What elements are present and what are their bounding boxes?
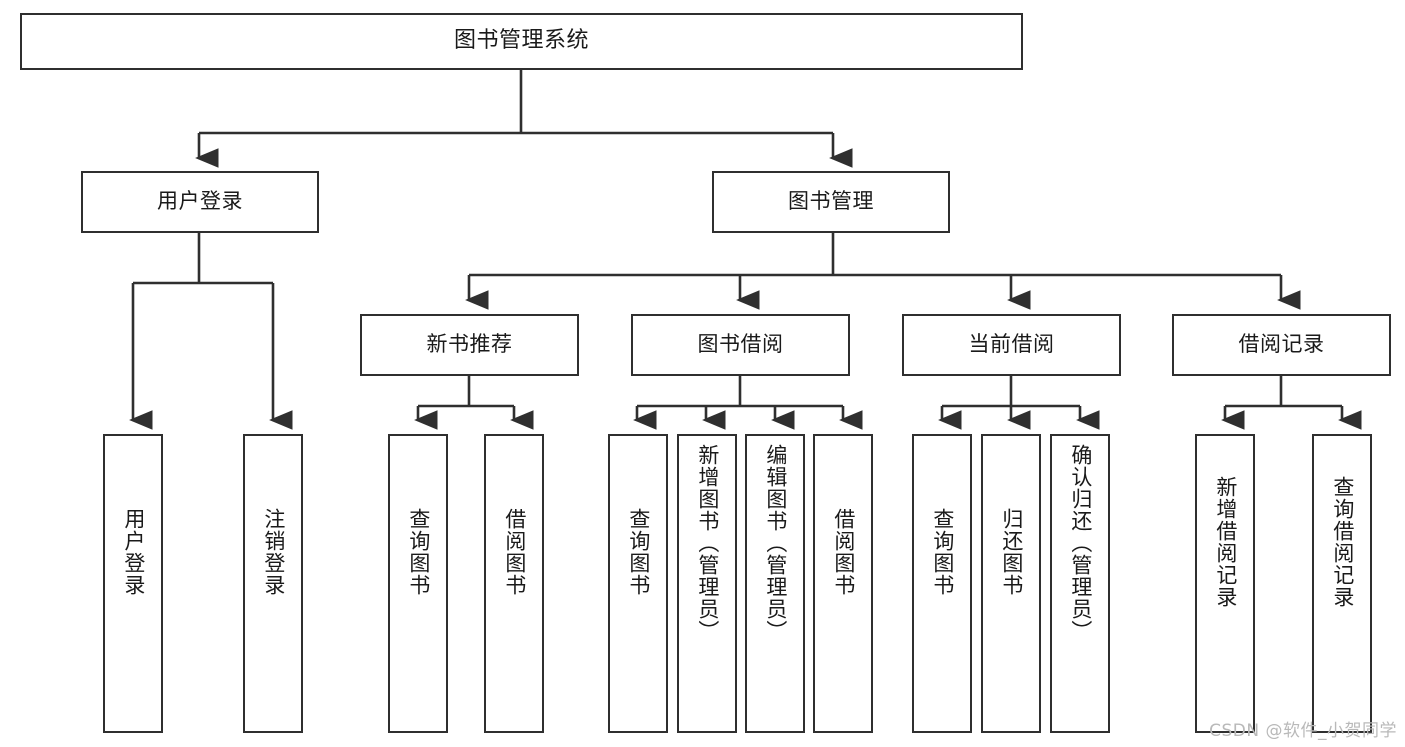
node-label: 注销登录 bbox=[261, 508, 286, 596]
node-label: 当前借阅 bbox=[968, 332, 1055, 357]
node-leaf-query-book-3[interactable]: 查询图书 bbox=[912, 434, 972, 733]
node-book-manage[interactable]: 图书管理 bbox=[712, 171, 950, 233]
node-user-login[interactable]: 用户登录 bbox=[81, 171, 319, 233]
node-leaf-add-record[interactable]: 新增借阅记录 bbox=[1195, 434, 1255, 733]
node-label: 新增借阅记录 bbox=[1213, 476, 1238, 608]
node-label: 新增图书（管理员） bbox=[695, 444, 720, 642]
node-label: 借阅图书 bbox=[831, 508, 856, 596]
node-leaf-query-record[interactable]: 查询借阅记录 bbox=[1312, 434, 1372, 733]
node-label: 图书管理系统 bbox=[453, 28, 589, 54]
node-label: 确认归还（管理员） bbox=[1068, 444, 1093, 642]
node-label: 图书借阅 bbox=[697, 332, 784, 357]
node-leaf-query-book-2[interactable]: 查询图书 bbox=[608, 434, 668, 733]
node-new-book-rec[interactable]: 新书推荐 bbox=[360, 314, 579, 376]
node-label: 图书管理 bbox=[788, 189, 874, 214]
node-leaf-user-login[interactable]: 用户登录 bbox=[103, 434, 163, 733]
node-leaf-logout[interactable]: 注销登录 bbox=[243, 434, 303, 733]
node-root[interactable]: 图书管理系统 bbox=[20, 13, 1023, 70]
node-book-borrow[interactable]: 图书借阅 bbox=[631, 314, 850, 376]
node-borrow-record[interactable]: 借阅记录 bbox=[1172, 314, 1391, 376]
node-leaf-query-book-1[interactable]: 查询图书 bbox=[388, 434, 448, 733]
node-label: 用户登录 bbox=[121, 508, 146, 596]
node-label: 归还图书 bbox=[999, 508, 1024, 596]
node-label: 查询借阅记录 bbox=[1330, 476, 1355, 608]
node-leaf-return-book[interactable]: 归还图书 bbox=[981, 434, 1041, 733]
node-label: 用户登录 bbox=[157, 189, 243, 214]
node-leaf-borrow-book-2[interactable]: 借阅图书 bbox=[813, 434, 873, 733]
node-label: 查询图书 bbox=[626, 508, 651, 596]
node-leaf-add-book[interactable]: 新增图书（管理员） bbox=[677, 434, 737, 733]
node-leaf-edit-book[interactable]: 编辑图书（管理员） bbox=[745, 434, 805, 733]
node-leaf-confirm-return[interactable]: 确认归还（管理员） bbox=[1050, 434, 1110, 733]
node-leaf-borrow-book-1[interactable]: 借阅图书 bbox=[484, 434, 544, 733]
node-label: 新书推荐 bbox=[426, 332, 513, 357]
node-label: 查询图书 bbox=[406, 508, 431, 596]
node-current-borrow[interactable]: 当前借阅 bbox=[902, 314, 1121, 376]
node-label: 借阅图书 bbox=[502, 508, 527, 596]
node-label: 编辑图书（管理员） bbox=[763, 444, 788, 642]
node-label: 借阅记录 bbox=[1238, 332, 1325, 357]
node-label: 查询图书 bbox=[930, 508, 955, 596]
